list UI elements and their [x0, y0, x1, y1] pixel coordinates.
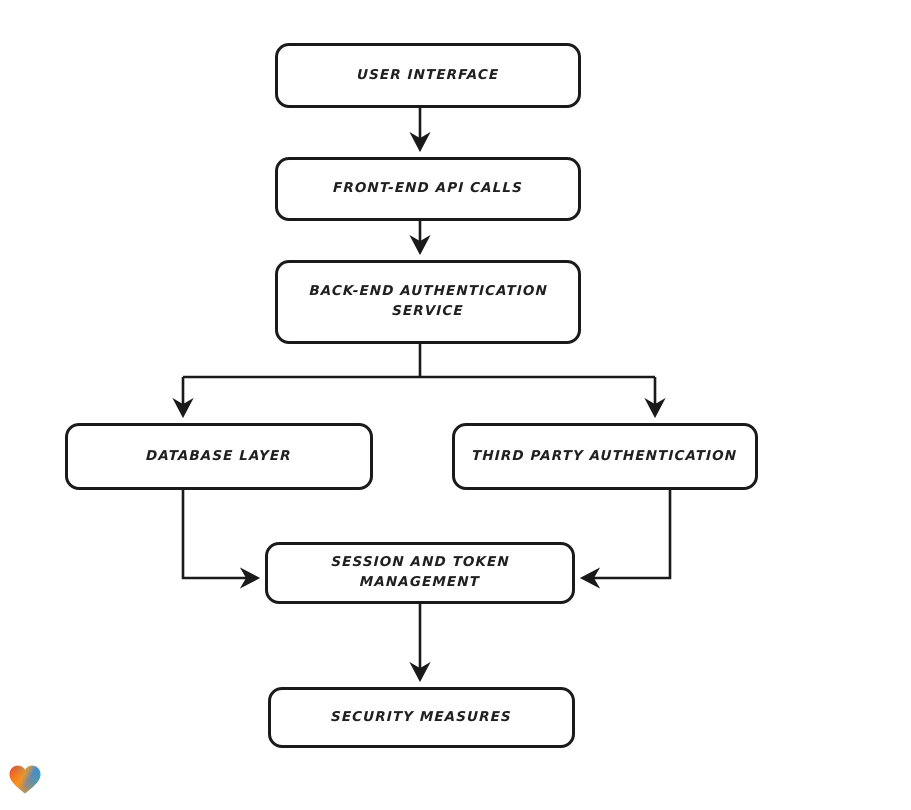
node-session-and-token-management[interactable]: Session and Token Management — [265, 542, 575, 604]
node-database-layer[interactable]: Database Layer — [65, 423, 373, 490]
node-third-party-authentication[interactable]: Third Party Authentication — [452, 423, 758, 490]
node-backend-authentication-service[interactable]: Back-End Authentication Service — [275, 260, 581, 344]
node-frontend-api-calls[interactable]: Front-End API Calls — [275, 157, 581, 221]
heart-icon — [9, 765, 41, 794]
node-database-layer-label: Database Layer — [145, 447, 293, 464]
edge-thirdparty-to-session — [579, 490, 672, 589]
node-security-measures-label: Security Measures — [330, 708, 513, 725]
node-user-interface[interactable]: User Interface — [275, 43, 581, 108]
node-session-and-token-management-label: Session and Token Management — [330, 554, 510, 590]
node-user-interface-label: User Interface — [356, 66, 500, 83]
node-backend-authentication-service-label: Back-End Authentication Service — [308, 283, 548, 319]
node-third-party-authentication-label: Third Party Authentication — [472, 447, 738, 464]
node-frontend-api-calls-label: Front-End API Calls — [332, 180, 524, 197]
node-security-measures[interactable]: Security Measures — [268, 687, 575, 748]
edge-database-to-session — [181, 490, 261, 589]
edge-backend-split-stem — [183, 344, 655, 379]
